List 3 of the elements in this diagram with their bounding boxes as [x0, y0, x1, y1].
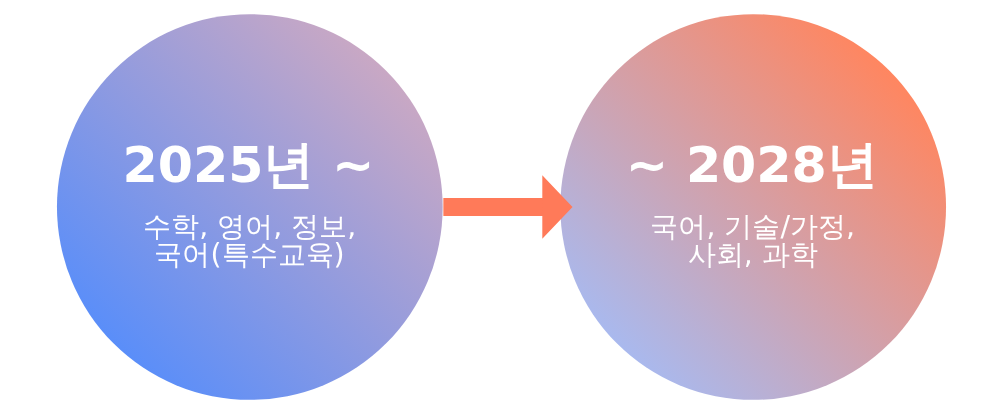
- arrow: [442, 175, 573, 239]
- node-circle: 2025년 ~ 수학, 영어, 정보, 국어(특수교육): [56, 14, 443, 400]
- node-circle: ~ 2028년 국어, 기술/가정, 사회, 과학: [559, 14, 946, 400]
